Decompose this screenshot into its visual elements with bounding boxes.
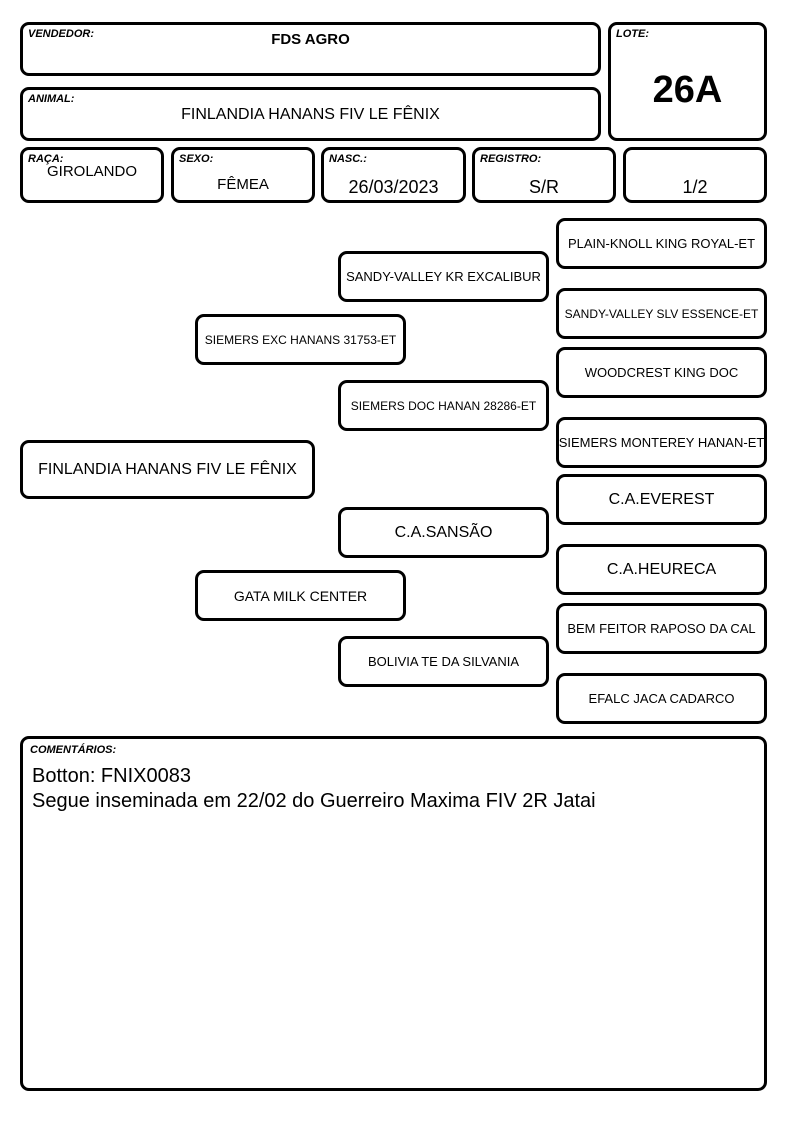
nasc-value: 26/03/2023 xyxy=(348,177,439,197)
vendedor-value: FDS AGRO xyxy=(271,31,350,48)
pedigree-dam-sire: C.A.SANSÃO xyxy=(338,507,549,558)
pedigree-ggp: BEM FEITOR RAPOSO DA CAL xyxy=(556,603,767,654)
pedigree-ggp: PLAIN-KNOLL KING ROYAL-ET xyxy=(556,218,767,269)
animal-box: ANIMAL: FINLANDIA HANANS FIV LE FÊNIX xyxy=(20,87,601,141)
nasc-label: NASC.: xyxy=(329,153,367,165)
comment-line: Botton: FNIX0083 xyxy=(32,765,191,787)
raca-label: RAÇA: xyxy=(28,153,64,165)
raca-box: RAÇA: GIROLANDO xyxy=(20,147,164,203)
pedigree-sire-sire: SANDY-VALLEY KR EXCALIBUR xyxy=(338,251,549,302)
nasc-box: NASC.: 26/03/2023 xyxy=(321,147,466,203)
registro-value: S/R xyxy=(528,177,559,197)
registro-box: REGISTRO: S/R xyxy=(472,147,616,203)
pedigree-sire: SIEMERS EXC HANANS 31753-ET xyxy=(195,314,406,365)
comments-text: Botton: FNIX0083 Segue inseminada em 22/… xyxy=(32,764,596,814)
animal-label: ANIMAL: xyxy=(28,93,75,105)
vendedor-box: VENDEDOR: FDS AGRO xyxy=(20,22,601,76)
animal-value: FINLANDIA HANANS FIV LE FÊNIX xyxy=(181,106,440,123)
pedigree-sire-dam: SIEMERS DOC HANAN 28286-ET xyxy=(338,380,549,431)
pedigree-ggp: C.A.EVEREST xyxy=(556,474,767,525)
pedigree-ggp: C.A.HEURECA xyxy=(556,544,767,595)
sexo-box: SEXO: FÊMEA xyxy=(171,147,315,203)
fraction-value: 1/2 xyxy=(682,177,708,197)
lote-box: LOTE: 26A xyxy=(608,22,767,141)
fraction-box: 1/2 xyxy=(623,147,767,203)
lote-label: LOTE: xyxy=(616,28,649,40)
comment-line: Segue inseminada em 22/02 do Guerreiro M… xyxy=(32,790,596,812)
comments-label: COMENTÁRIOS: xyxy=(30,744,117,756)
pedigree-dam-dam: BOLIVIA TE DA SILVANIA xyxy=(338,636,549,687)
pedigree-ggp: SIEMERS MONTEREY HANAN-ET xyxy=(556,417,767,468)
pedigree-animal: FINLANDIA HANANS FIV LE FÊNIX xyxy=(20,440,315,499)
sexo-value: FÊMEA xyxy=(217,176,269,193)
lote-value: 26A xyxy=(652,69,723,111)
sexo-label: SEXO: xyxy=(179,153,214,165)
pedigree-dam: GATA MILK CENTER xyxy=(195,570,406,621)
comments-box: COMENTÁRIOS: Botton: FNIX0083 Segue inse… xyxy=(20,736,767,1091)
pedigree-ggp: EFALC JACA CADARCO xyxy=(556,673,767,724)
raca-value: GIROLANDO xyxy=(46,163,137,180)
vendedor-label: VENDEDOR: xyxy=(28,28,95,40)
pedigree-ggp: SANDY-VALLEY SLV ESSENCE-ET xyxy=(556,288,767,339)
registro-label: REGISTRO: xyxy=(480,153,542,165)
pedigree-ggp: WOODCREST KING DOC xyxy=(556,347,767,398)
